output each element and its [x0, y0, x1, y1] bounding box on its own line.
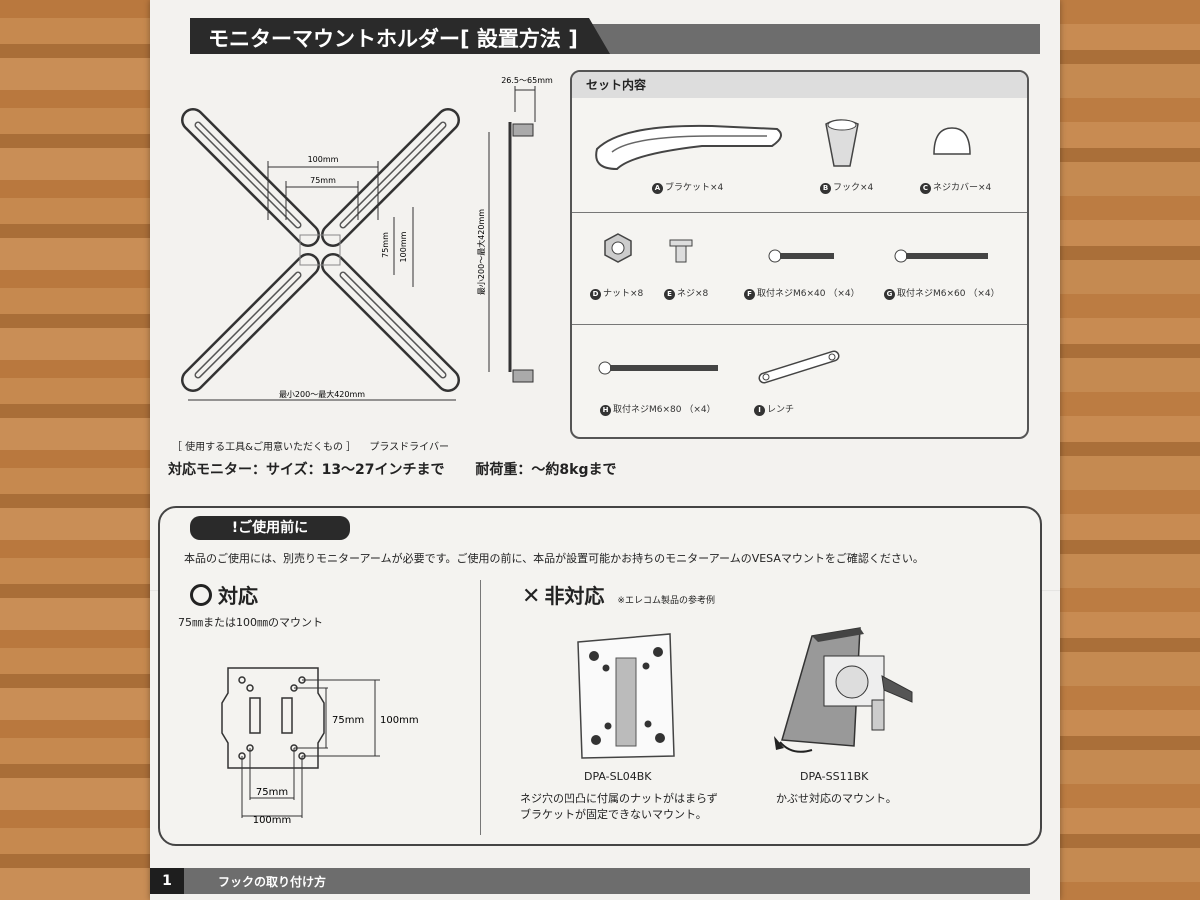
part-letter-e: E — [664, 289, 675, 300]
part-letter-f: F — [744, 289, 755, 300]
part-name-h: 取付ネジM6×80 （×4） — [613, 405, 716, 415]
part-screw-m6x40-image — [768, 249, 834, 263]
dim-75mm-vertical-label: 75mm — [381, 232, 390, 258]
cross-icon: ✕ — [522, 584, 541, 609]
before-use-tag: !ご使用前に — [190, 516, 350, 540]
incompatible-note: ※エレコム製品の参考例 — [617, 596, 715, 606]
product-name: モニターマウントホルダー — [208, 27, 460, 51]
part-name-c: ネジカバー×4 — [933, 183, 992, 193]
section-subtitle: 設置方法 — [476, 27, 561, 51]
part-letter-a: A — [652, 183, 663, 194]
dim-100mm-vertical-label: 100mm — [399, 231, 408, 262]
dim-75mm-label: 75mm — [310, 176, 336, 185]
wood-background-right — [1035, 0, 1200, 900]
compatible-desc: 75㎜または100㎜のマウント — [178, 616, 323, 629]
part-letter-c: C — [920, 183, 931, 194]
dpa-ss11bk-image — [774, 627, 913, 753]
part-name-e: ネジ×8 — [677, 289, 709, 299]
title-bar-extension — [590, 24, 1040, 54]
part-name-i: レンチ — [767, 405, 795, 415]
tools-label: ［ 使用する工具&ご用意いただくもの ］ — [172, 442, 357, 453]
set-contents-header: セット内容 — [572, 72, 1027, 98]
part-hook-image — [825, 119, 859, 167]
dpa-sl04bk-desc-line-1: ネジ穴の凹凸に付属のナットがはまらず — [520, 792, 718, 805]
circle-icon — [190, 584, 212, 606]
part-name-d: ナット×8 — [603, 289, 644, 299]
depth-range-label: 26.5～65mm — [501, 76, 553, 85]
vesa-100mm-horizontal-label: 100mm — [253, 815, 292, 826]
compatibility-divider — [480, 580, 481, 835]
step-1-bar: 1 フックの取り付け方 — [150, 868, 1030, 894]
dpa-sl04bk-desc-line-2: ブラケットが固定できないマウント。 — [520, 808, 707, 821]
spec-monitor-size: 対応モニター：サイズ：13～27インチまで — [168, 462, 445, 478]
dpa-sl04bk-image — [577, 633, 675, 759]
part-letter-b: B — [820, 183, 831, 194]
instruction-sheet: モニターマウントホルダー[ 設置方法 ] 100mm 75mm 75mm 100… — [150, 0, 1060, 900]
vesa-100mm-vertical-label: 100mm — [380, 715, 419, 726]
spec-load-capacity: 耐荷重：～約8kgまで — [475, 462, 617, 478]
before-use-panel: !ご使用前に 本品のご使用には、別売りモニターアームが必要です。ご使用の前に、本… — [158, 506, 1042, 846]
wood-background-left — [0, 0, 175, 900]
part-letter-g: G — [884, 289, 895, 300]
dpa-ss11bk-model: DPA-SS11BK — [800, 770, 869, 783]
bracket-close: ] — [568, 27, 578, 51]
incompatible-title: 非対応 — [544, 584, 605, 608]
bracket-arm-bottom-left — [181, 253, 320, 392]
tools-value: プラスドライバー — [369, 442, 449, 453]
vesa-plate-diagram: 75mm 100mm 75mm 100mm — [221, 667, 419, 826]
part-screw-image — [669, 239, 693, 263]
part-nut-image — [604, 233, 632, 263]
part-screw-cover-image — [933, 127, 971, 155]
compatible-title: 対応 — [218, 584, 258, 608]
part-screw-m6x80-image — [598, 361, 718, 375]
title-bar-background — [190, 18, 610, 54]
set-contents-divider — [572, 212, 1027, 213]
page-title: モニターマウントホルダー[ 設置方法 ] — [208, 23, 578, 53]
part-bracket-image — [595, 124, 782, 171]
set-contents-heading: セット内容 — [586, 78, 647, 92]
bracket-range-label: 最小200～最大420mm — [279, 389, 365, 399]
part-name-g: 取付ネジM6×60 （×4） — [897, 289, 1000, 299]
step-number: 1 — [150, 868, 184, 894]
part-screw-m6x60-image — [894, 249, 988, 263]
vesa-75mm-horizontal-label: 75mm — [256, 787, 288, 798]
part-letter-d: D — [590, 289, 601, 300]
vesa-75mm-vertical-label: 75mm — [332, 715, 364, 726]
incompatible-heading: ✕非対応 ※エレコム製品の参考例 — [522, 580, 715, 609]
dpa-ss11bk-desc: かぶせ対応のマウント。 — [776, 792, 897, 805]
bracket-arm-top-right — [321, 108, 460, 247]
set-contents-divider — [572, 324, 1027, 325]
bracket-open: [ — [460, 27, 470, 51]
part-name-b: フック×4 — [833, 183, 874, 193]
before-use-note: 本品のご使用には、別売りモニターアームが必要です。ご使用の前に、本品が設置可能か… — [184, 552, 924, 565]
dim-100mm-label: 100mm — [308, 155, 339, 164]
bracket-arm-top-left — [181, 108, 320, 247]
part-letter-h: H — [600, 405, 611, 416]
tools-line: ［ 使用する工具&ご用意いただくもの ］ プラスドライバー — [172, 438, 449, 453]
dpa-sl04bk-model: DPA-SL04BK — [584, 770, 652, 783]
bracket-arm-bottom-right — [321, 253, 460, 392]
part-wrench-image — [758, 350, 840, 384]
part-name-f: 取付ネジM6×40 （×4） — [757, 289, 860, 299]
side-view-diagram: 26.5～65mm 最小200～最大420mm — [476, 76, 553, 383]
height-range-label: 最小200～最大420mm — [476, 209, 486, 295]
part-letter-i: I — [754, 405, 765, 416]
title-bar: モニターマウントホルダー[ 設置方法 ] — [190, 18, 1040, 54]
spec-line: 対応モニター：サイズ：13～27インチまで 耐荷重：～約8kgまで — [168, 459, 617, 479]
step-title: フックの取り付け方 — [218, 875, 327, 889]
bracket-diagram: 100mm 75mm 75mm 100mm 最小200～最大420mm — [181, 108, 460, 401]
part-name-a: ブラケット×4 — [665, 183, 724, 193]
compatible-heading: 対応 — [190, 580, 258, 609]
